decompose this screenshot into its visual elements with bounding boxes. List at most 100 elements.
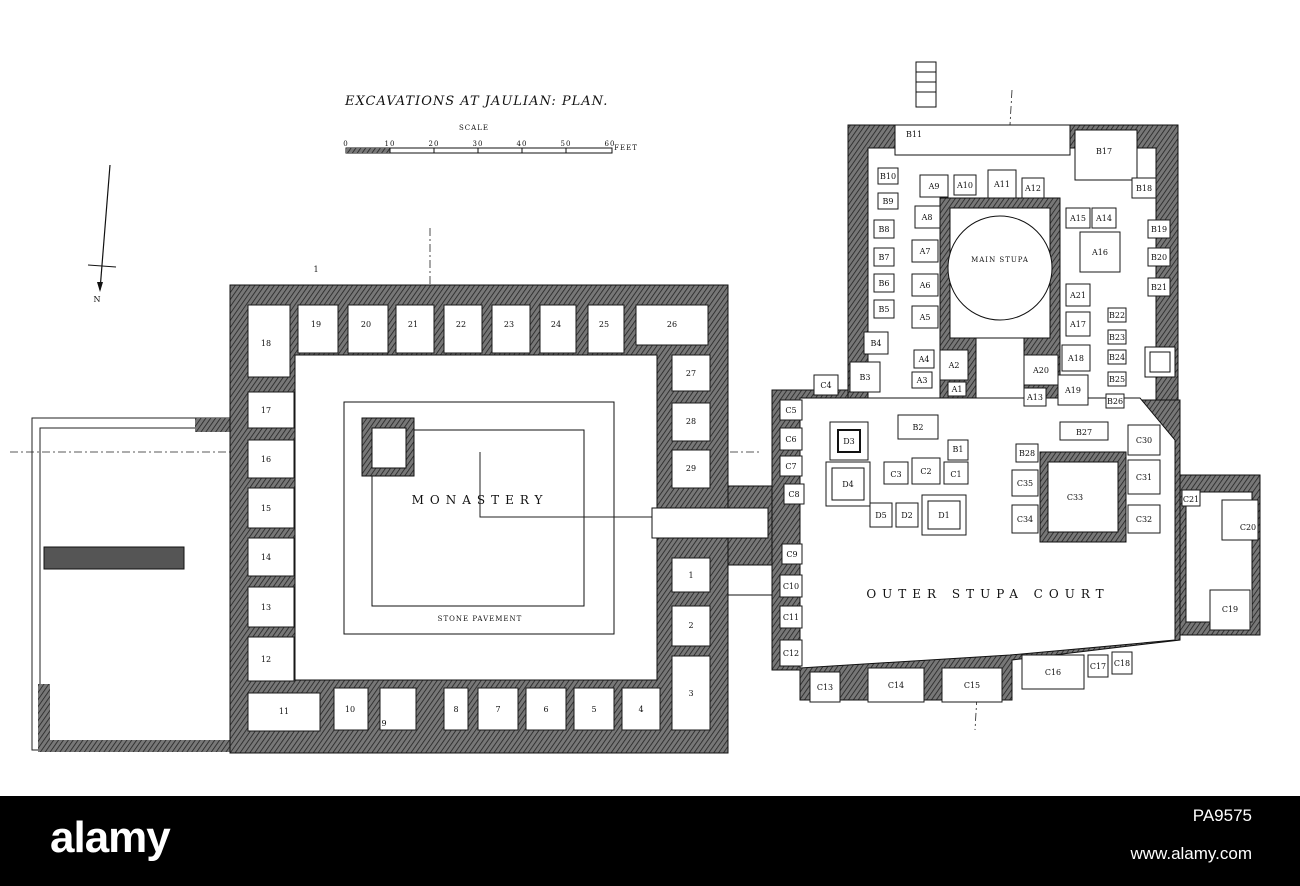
cell-label: B6 xyxy=(879,279,890,288)
cell-label: B3 xyxy=(860,373,871,382)
cell-label: C11 xyxy=(783,613,799,622)
scale-label: SCALE xyxy=(459,124,489,132)
cell-label: B4 xyxy=(871,339,882,348)
scale-tick: 60 xyxy=(605,140,616,148)
cell-marker: 1 xyxy=(313,265,318,274)
site-plan-diagram: EXCAVATIONS AT JAULIAN: PLAN. SCALE 0 10… xyxy=(10,61,1261,754)
cell-label: B22 xyxy=(1109,311,1125,320)
cell-label: B20 xyxy=(1151,253,1167,262)
north-arrow-icon xyxy=(87,164,117,292)
main-stupa-label: MAIN STUPA xyxy=(971,256,1029,264)
cell-label: C21 xyxy=(1183,495,1199,504)
cell-label: 28 xyxy=(686,417,696,426)
cell-label: B25 xyxy=(1109,375,1125,384)
cell-label: C32 xyxy=(1136,515,1152,524)
cell-label: C1 xyxy=(950,470,961,479)
scale-bar xyxy=(345,147,613,154)
cell-label: 29 xyxy=(686,464,696,473)
cell-label: 9 xyxy=(381,719,386,728)
cell-label: C10 xyxy=(783,582,799,591)
alamy-logo: alamy xyxy=(50,813,171,862)
watermark-footer: alamy PA9575 www.alamy.com xyxy=(0,796,1300,886)
cell-label: 26 xyxy=(667,320,677,329)
cell-label: C34 xyxy=(1017,515,1033,524)
cell-label: B27 xyxy=(1076,428,1092,437)
cell-label: B9 xyxy=(883,197,894,206)
cell-label: B5 xyxy=(879,305,890,314)
cell-label: B8 xyxy=(879,225,890,234)
cell-label: C18 xyxy=(1114,659,1130,668)
cell-label: C20 xyxy=(1240,523,1256,532)
cell-label: 14 xyxy=(261,553,271,562)
cell-label: A17 xyxy=(1069,320,1086,329)
cell-label: C6 xyxy=(785,435,796,444)
cell-label: C13 xyxy=(817,683,833,692)
cell-label: 21 xyxy=(408,320,418,329)
cell-label: A9 xyxy=(928,182,940,191)
plan-title: EXCAVATIONS AT JAULIAN: PLAN. xyxy=(344,94,608,109)
cell-label: B18 xyxy=(1136,184,1152,193)
cell-label: A2 xyxy=(948,361,960,370)
cell-label: B28 xyxy=(1019,449,1035,458)
scale-tick: 10 xyxy=(385,140,396,148)
cell-label: C12 xyxy=(783,649,799,658)
scale-tick: 50 xyxy=(561,140,572,148)
stock-image-id: PA9575 xyxy=(1192,806,1252,825)
cell-label: D3 xyxy=(843,437,855,446)
cell-label: 12 xyxy=(261,655,271,664)
cell-label: B1 xyxy=(953,445,964,454)
cell-label: C8 xyxy=(788,490,799,499)
cell-label: A4 xyxy=(918,355,930,364)
cell-label: 25 xyxy=(599,320,609,329)
cell-label: 2 xyxy=(688,621,693,630)
cell-label: A8 xyxy=(921,213,933,222)
cell-label: B21 xyxy=(1151,283,1167,292)
cell-label: 6 xyxy=(543,705,548,714)
cell-label: A15 xyxy=(1069,214,1086,223)
cell-label: 7 xyxy=(495,705,500,714)
cell-label: A19 xyxy=(1064,386,1081,395)
cell-label: D1 xyxy=(938,511,950,520)
cell-label: 15 xyxy=(261,504,271,513)
cell-label: C9 xyxy=(786,550,797,559)
cell-label: D4 xyxy=(842,480,854,489)
cell-label: B24 xyxy=(1109,353,1125,362)
cell-label: 5 xyxy=(591,705,596,714)
outer-stupa-court-label: OUTER STUPA COURT xyxy=(866,587,1109,601)
stupa-complex xyxy=(847,61,1179,409)
cell-label: 17 xyxy=(261,406,271,415)
cell-label: 1 xyxy=(688,571,693,580)
site-url: www.alamy.com xyxy=(1130,844,1252,863)
scale-unit: FEET xyxy=(614,144,638,152)
cell-label: 16 xyxy=(261,455,271,464)
cell-label: 18 xyxy=(261,339,271,348)
cell-label: C14 xyxy=(888,681,904,690)
cell-label: A6 xyxy=(919,281,931,290)
monastery-block xyxy=(229,284,729,754)
cell-label: 20 xyxy=(361,320,371,329)
cell-label: A21 xyxy=(1069,291,1086,300)
cell-label: D2 xyxy=(901,511,913,520)
cell-label: A18 xyxy=(1067,354,1084,363)
monastery-cells xyxy=(247,304,711,732)
west-enclosure xyxy=(31,417,230,752)
cell-label: 27 xyxy=(686,369,696,378)
cell-label: B17 xyxy=(1096,147,1112,156)
cell-label: 11 xyxy=(279,707,289,716)
cell-label: C31 xyxy=(1136,473,1152,482)
cell-label: 19 xyxy=(311,320,321,329)
cell-label: A1 xyxy=(951,385,963,394)
cell-label: A16 xyxy=(1091,248,1108,257)
stone-pavement-label: STONE PAVEMENT xyxy=(438,615,523,623)
cell-label: C5 xyxy=(785,406,796,415)
cell-label: A20 xyxy=(1032,366,1049,375)
cell-label: B2 xyxy=(913,423,924,432)
cell-label: B7 xyxy=(879,253,890,262)
north-label: N xyxy=(94,295,101,304)
cell-label: A5 xyxy=(919,313,931,322)
cell-label: A7 xyxy=(919,247,931,256)
cell-label: C17 xyxy=(1090,662,1106,671)
cell-label: 8 xyxy=(453,705,458,714)
cell-label: A13 xyxy=(1026,393,1043,402)
cell-label: C2 xyxy=(920,467,931,476)
